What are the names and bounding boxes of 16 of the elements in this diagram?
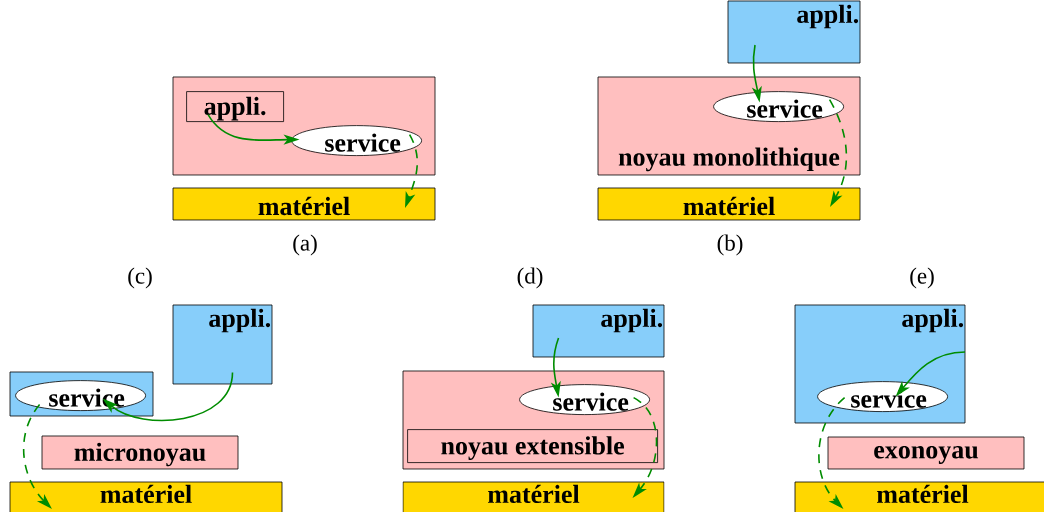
kernel-box: exonoyau [827, 436, 1025, 470]
application-box: appli. [172, 304, 273, 385]
panel-label: (e) [910, 267, 934, 289]
hardware-bar: matériel [172, 187, 436, 221]
kernel-box: noyau extensible [407, 429, 658, 463]
hardware-bar: matériel [402, 481, 665, 512]
kernel-box: micronoyau [41, 435, 239, 470]
application-box: appli. [186, 91, 284, 122]
hardware-bar: matériel [597, 187, 861, 221]
panel-label: (d) [517, 267, 543, 289]
panel-label: (a) [293, 234, 317, 256]
application-box: appli. [532, 304, 665, 358]
application-box: appli. [727, 0, 861, 64]
panel-label: (c) [128, 267, 152, 289]
hardware-bar: matériel [794, 481, 1044, 512]
hardware-bar: matériel [9, 481, 283, 512]
